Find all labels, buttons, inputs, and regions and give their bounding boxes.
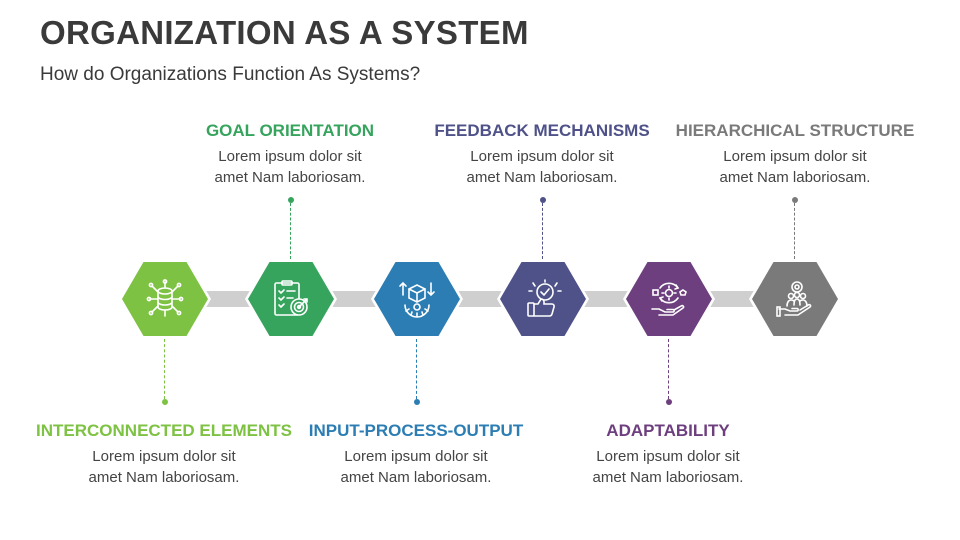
step-label-3: INPUT-PROCESS-OUTPUT Lorem ipsum dolor s… — [286, 421, 546, 488]
step-label-5: ADAPTABILITY Lorem ipsum dolor sit amet … — [538, 421, 798, 488]
hand-cycle-shapes-icon — [651, 282, 687, 316]
connector-line — [668, 339, 669, 399]
step-heading: INPUT-PROCESS-OUTPUT — [308, 421, 524, 440]
step-description: Lorem ipsum dolor sit amet Nam laboriosa… — [592, 448, 744, 486]
step-heading: ADAPTABILITY — [606, 421, 730, 440]
page-title: ORGANIZATION AS A SYSTEM — [40, 14, 529, 51]
box-gear-arrows-icon — [399, 281, 435, 318]
step-description: Lorem ipsum dolor sit amet Nam laboriosa… — [466, 148, 618, 186]
step-label-4: FEEDBACK MECHANISMS Lorem ipsum dolor si… — [412, 121, 672, 188]
step-label-2: GOAL ORIENTATION Lorem ipsum dolor sit a… — [160, 121, 420, 188]
connector-line — [164, 339, 165, 399]
connector-dot — [162, 399, 168, 405]
step-description: Lorem ipsum dolor sit amet Nam laboriosa… — [719, 148, 871, 186]
step-hexagon-3 — [371, 259, 463, 339]
checklist-target-icon — [274, 280, 308, 316]
step-hexagon-6 — [749, 259, 841, 339]
connector-line — [794, 203, 795, 259]
step-description: Lorem ipsum dolor sit amet Nam laboriosa… — [214, 148, 366, 186]
step-heading: GOAL ORIENTATION — [205, 121, 375, 140]
connector-dot — [792, 197, 798, 203]
step-label-1: INTERCONNECTED ELEMENTS Lorem ipsum dolo… — [34, 421, 294, 488]
connector-dot — [666, 399, 672, 405]
connector-dot — [414, 399, 420, 405]
hand-people-gear-icon — [776, 281, 812, 317]
connector-dot — [540, 197, 546, 203]
step-hexagon-5 — [623, 259, 715, 339]
step-heading: HIERARCHICAL STRUCTURE — [675, 121, 915, 140]
step-hexagon-4 — [497, 259, 589, 339]
connector-line — [290, 203, 291, 259]
step-hexagon-2 — [245, 259, 337, 339]
connector-dot — [288, 197, 294, 203]
step-heading: FEEDBACK MECHANISMS — [434, 121, 650, 140]
step-heading: INTERCONNECTED ELEMENTS — [36, 421, 292, 440]
step-description: Lorem ipsum dolor sit amet Nam laboriosa… — [88, 448, 240, 486]
page-subtitle: How do Organizations Function As Systems… — [40, 64, 421, 85]
step-label-6: HIERARCHICAL STRUCTURE Lorem ipsum dolor… — [665, 121, 925, 188]
connector-line — [542, 203, 543, 259]
connector-line — [416, 339, 417, 399]
thumbs-up-check-icon — [527, 279, 562, 317]
step-hexagon-1 — [119, 259, 211, 339]
database-network-icon — [146, 279, 184, 317]
step-description: Lorem ipsum dolor sit amet Nam laboriosa… — [340, 448, 492, 486]
